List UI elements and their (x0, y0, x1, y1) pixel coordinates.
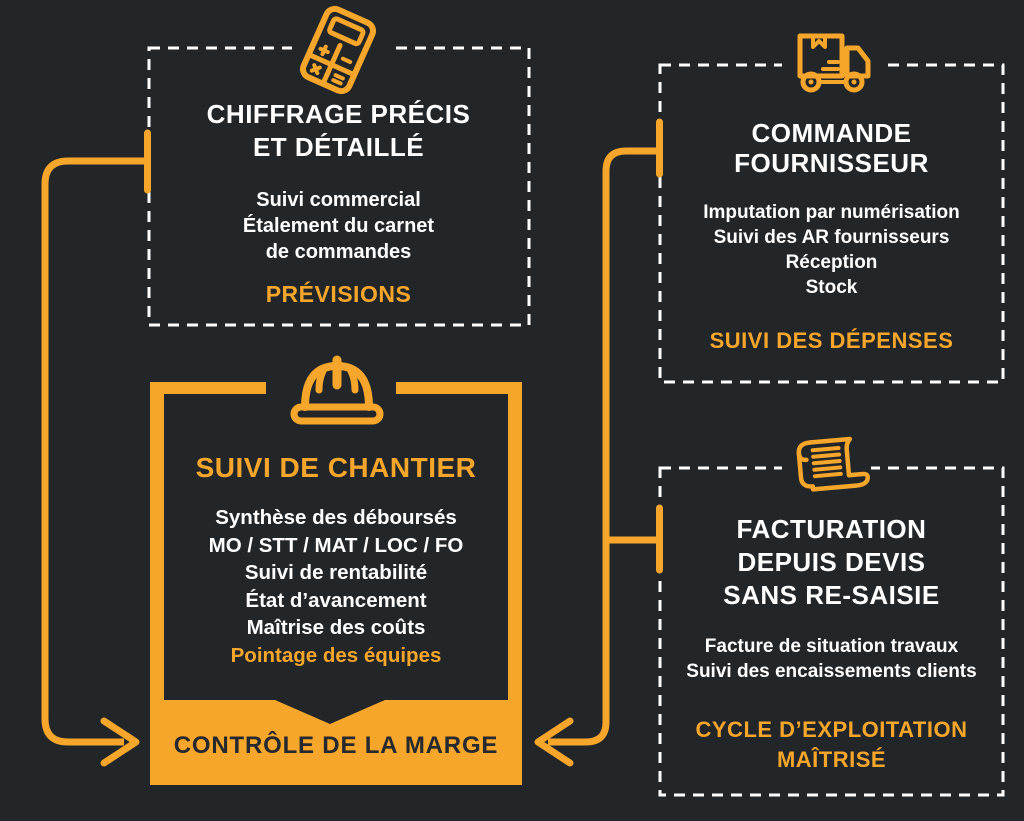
chiffrage-title: CHIFFRAGE PRÉCIS ET DÉTAILLÉ (148, 98, 529, 164)
facturation-body: Facture de situation travaux Suivi des e… (660, 634, 1003, 684)
chantier-highlight-line: Pointage des équipes (230, 643, 442, 667)
commande-body: Imputation par numérisation Suivi des AR… (660, 200, 1003, 300)
facturation-title: FACTURATION DEPUIS DEVIS SANS RE-SAISIE (660, 513, 1003, 612)
facturation-title-line2: DEPUIS DEVIS (737, 547, 926, 577)
facturation-body-line2: Suivi des encaissements clients (686, 661, 977, 682)
chiffrage-body-line2: Étalement du carnet (242, 215, 435, 237)
delivery-truck-icon (797, 33, 871, 93)
chiffrage-body-line3: de commandes (265, 241, 412, 263)
facturation-body-line1: Facture de situation travaux (704, 636, 959, 657)
flow-connector-right (534, 118, 663, 767)
facturation-highlight-line2: MAÎTRISÉ (776, 747, 887, 772)
chantier-box: SUIVI DE CHANTIER Synthèse des déboursés… (150, 382, 522, 785)
chiffrage-box: CHIFFRAGE PRÉCIS ET DÉTAILLÉ Suivi comme… (148, 48, 529, 325)
chantier-body-line1: Synthèse des déboursés (215, 506, 457, 529)
commande-highlight: SUIVI DES DÉPENSES (709, 328, 954, 353)
chiffrage-body: Suivi commercial Étalement du carnet de … (148, 187, 529, 265)
flow-connector-left (41, 129, 151, 767)
border-gap-patch-truck (782, 59, 880, 71)
calculator-icon (299, 5, 377, 95)
commande-title: COMMANDE FOURNISSEUR (660, 118, 1003, 178)
facturation-box: FACTURATION DEPUIS DEVIS SANS RE-SAISIE … (660, 468, 1003, 795)
chiffrage-highlight: PRÉVISIONS (265, 281, 412, 307)
commande-body-line1: Imputation par numérisation (703, 202, 960, 223)
chiffrage-body-line1: Suivi commercial (256, 189, 421, 211)
margin-control-banner: CONTRÔLE DE LA MARGE (173, 732, 499, 759)
chantier-title: SUIVI DE CHANTIER (195, 452, 477, 483)
commande-body-line3: Réception (785, 252, 878, 273)
commande-title-line2: FOURNISSEUR (734, 148, 929, 178)
chantier-body-line4: État d’avancement (245, 588, 427, 612)
chantier-body-line3: Suivi de rentabilité (244, 561, 428, 584)
commande-box: COMMANDE FOURNISSEUR Imputation par numé… (660, 65, 1003, 382)
facturation-highlight-line1: CYCLE D’EXPLOITATION (695, 717, 968, 742)
facturation-highlight: CYCLE D’EXPLOITATION MAÎTRISÉ (660, 715, 1003, 775)
hard-hat-icon (290, 355, 384, 425)
commande-body-line2: Suivi des AR fournisseurs (713, 227, 950, 248)
facturation-title-line3: SANS RE-SAISIE (723, 580, 940, 610)
chantier-inner-panel (164, 394, 508, 724)
invoice-scroll-icon (796, 436, 870, 492)
chiffrage-title-line1: CHIFFRAGE PRÉCIS (206, 99, 471, 129)
commande-title-line1: COMMANDE (751, 118, 912, 148)
chantier-body-line5: Maîtrise des coûts (246, 616, 426, 639)
chiffrage-title-line2: ET DÉTAILLÉ (252, 132, 425, 162)
chantier-body-line2: MO / STT / MAT / LOC / FO (208, 533, 464, 557)
commande-body-line4: Stock (805, 277, 858, 298)
chantier-body: Synthèse des déboursés MO / STT / MAT / … (150, 504, 522, 669)
facturation-title-line1: FACTURATION (736, 514, 927, 544)
